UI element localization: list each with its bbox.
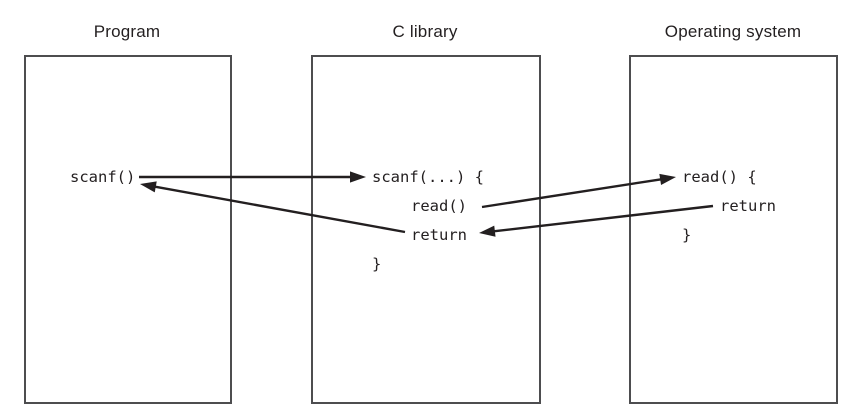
code-line-library-scanf-def: scanf(...) { [372,168,484,186]
code-line-os-read-def: read() { [682,168,757,186]
column-title-c-library: C library [392,22,458,41]
code-line-library-read-call: read() [411,197,467,215]
code-line-library-close-brace: } [372,255,382,273]
code-line-program-scanf: scanf() [70,168,136,186]
code-line-library-return: return [411,226,467,244]
column-title-operating-system: Operating system [664,22,802,41]
code-line-os-close-brace: } [682,226,692,244]
panel-operating-system [629,55,838,404]
panel-program [24,55,232,404]
code-line-os-return: return [720,197,776,215]
column-title-program: Program [93,22,161,41]
